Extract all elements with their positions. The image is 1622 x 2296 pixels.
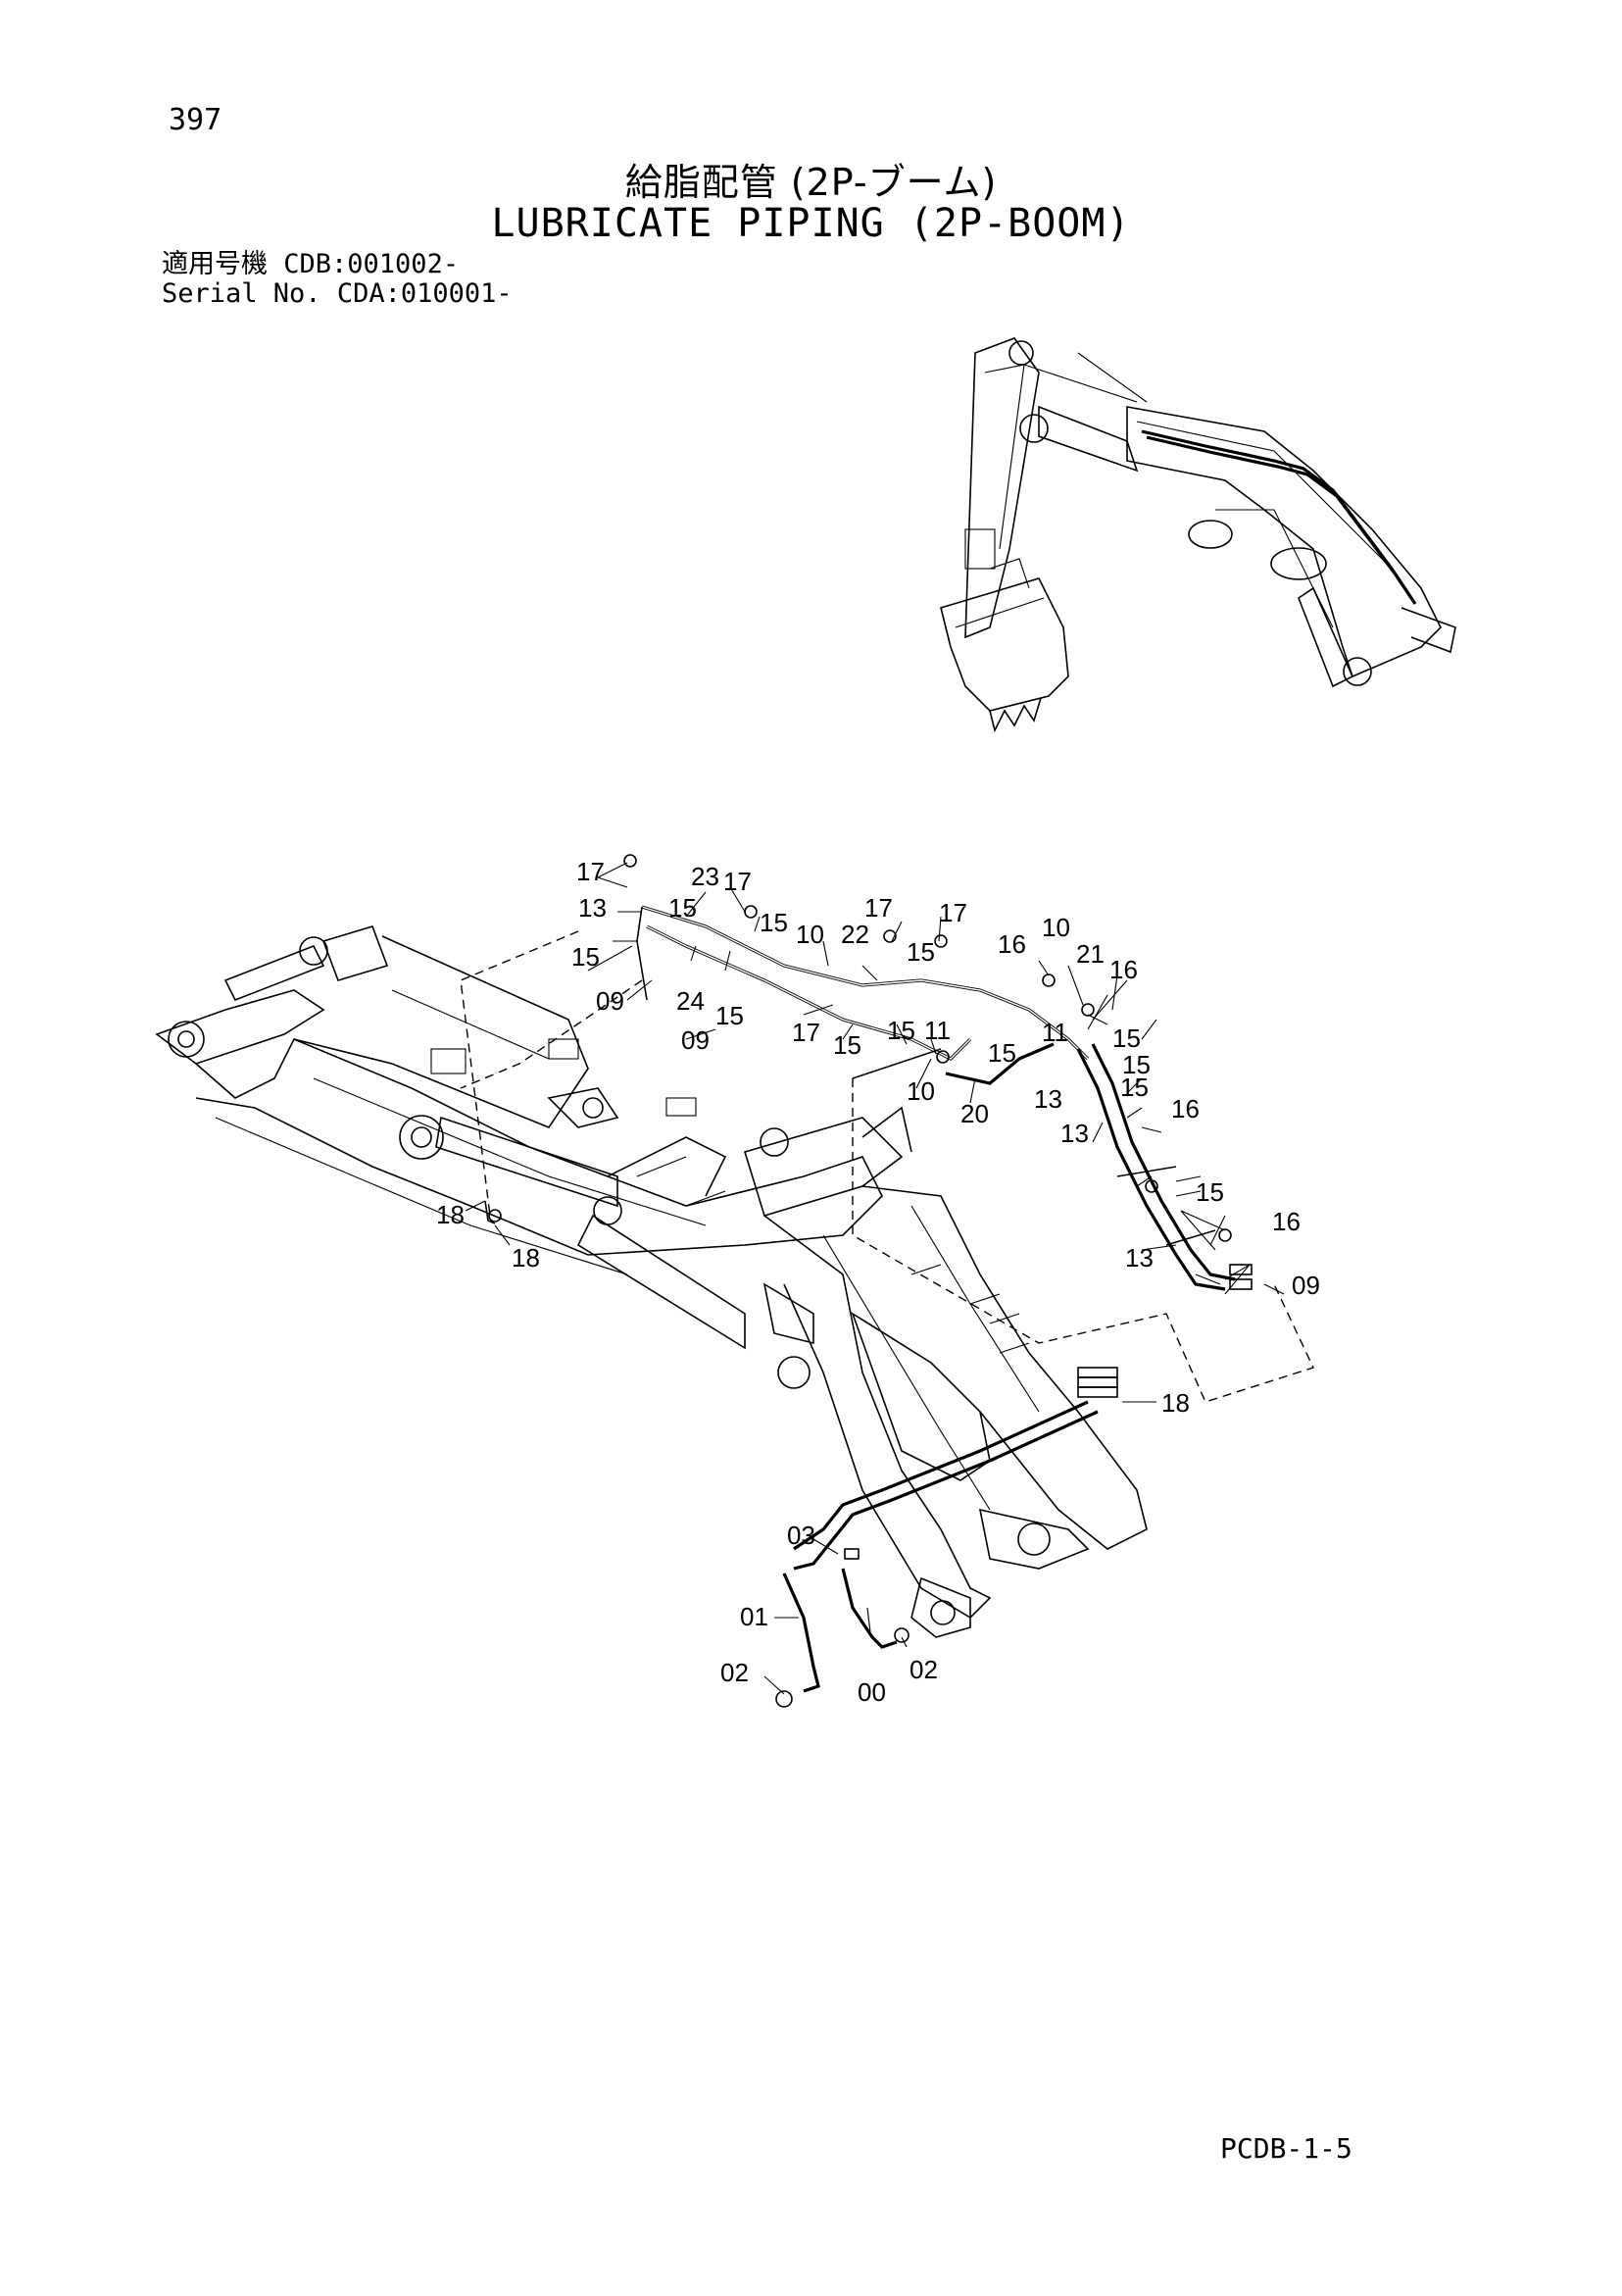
callout-15: 15	[887, 1016, 915, 1045]
callout-23: 23	[691, 862, 719, 891]
callout-10: 10	[1042, 913, 1070, 942]
page-title-japanese: 給脂配管 (2P-ブーム)	[624, 161, 998, 204]
callout-03: 03	[787, 1521, 815, 1550]
callout-11: 11	[1042, 1018, 1068, 1047]
callout-13: 13	[1034, 1084, 1062, 1114]
callout-15: 15	[668, 893, 697, 923]
callout-22: 22	[841, 920, 869, 949]
callout-18: 18	[512, 1243, 540, 1273]
callout-15: 15	[760, 908, 788, 937]
callout-18: 18	[1161, 1388, 1190, 1418]
callout-15: 15	[907, 937, 935, 967]
callout-24: 24	[676, 986, 705, 1016]
callout-20: 20	[960, 1099, 989, 1128]
callout-18: 18	[436, 1200, 465, 1229]
callout-15: 15	[715, 1001, 744, 1030]
overview-illustration	[940, 337, 1456, 733]
callout-13: 13	[1125, 1243, 1154, 1273]
lubricate-pipe-network	[484, 854, 1253, 1708]
callout-17: 17	[576, 857, 605, 886]
callout-13: 13	[578, 893, 607, 923]
callout-09: 09	[1292, 1271, 1320, 1300]
callout-02: 02	[909, 1655, 938, 1684]
callout-09: 09	[681, 1025, 710, 1055]
callout-16: 16	[998, 929, 1026, 959]
page-number: 397	[169, 103, 222, 137]
leader-lines	[465, 862, 1285, 1695]
footer-code: PCDB-1-5	[1220, 2132, 1352, 2165]
callout-15: 15	[1196, 1177, 1224, 1207]
applicability-value-1: CDB:001002-	[283, 249, 460, 279]
callout-15: 15	[1112, 1023, 1141, 1053]
callout-17: 17	[864, 893, 893, 923]
applicability-label-jp: 適用号機	[162, 249, 268, 279]
callout-15: 15	[833, 1030, 861, 1060]
applicability-value-2: CDA:010001-	[336, 278, 513, 309]
callout-17: 17	[723, 867, 752, 896]
page-title-english: LUBRICATE PIPING (2P-BOOM)	[491, 201, 1131, 246]
callout-11: 11	[924, 1016, 951, 1045]
callout-13: 13	[1060, 1119, 1089, 1148]
callout-15: 15	[1122, 1050, 1151, 1079]
callout-15: 15	[571, 942, 600, 972]
callout-17: 17	[939, 898, 967, 927]
callout-00: 00	[858, 1677, 886, 1707]
callout-15: 15	[988, 1038, 1016, 1068]
callout-16: 16	[1272, 1207, 1301, 1236]
applicability-block: 適用号機 CDB:001002- Serial No. CDA:010001-	[162, 250, 513, 309]
callout-10: 10	[796, 920, 824, 949]
callout-21: 21	[1076, 939, 1105, 969]
callout-17: 17	[792, 1018, 820, 1047]
callout-01: 01	[740, 1602, 768, 1631]
applicability-label-serial: Serial No.	[162, 278, 321, 309]
callout-10: 10	[907, 1076, 935, 1106]
boom-illustration	[155, 925, 1148, 1638]
callout-16: 16	[1171, 1094, 1200, 1123]
callout-15: 15	[1120, 1073, 1149, 1102]
callout-labels: 17 13 15 23 17 15 15 10 22 17 15 17 09 2…	[436, 857, 1320, 1707]
callout-09: 09	[596, 986, 624, 1016]
callout-16: 16	[1109, 955, 1138, 984]
callout-02: 02	[720, 1658, 749, 1687]
dashed-reference-lines	[460, 930, 1314, 1403]
